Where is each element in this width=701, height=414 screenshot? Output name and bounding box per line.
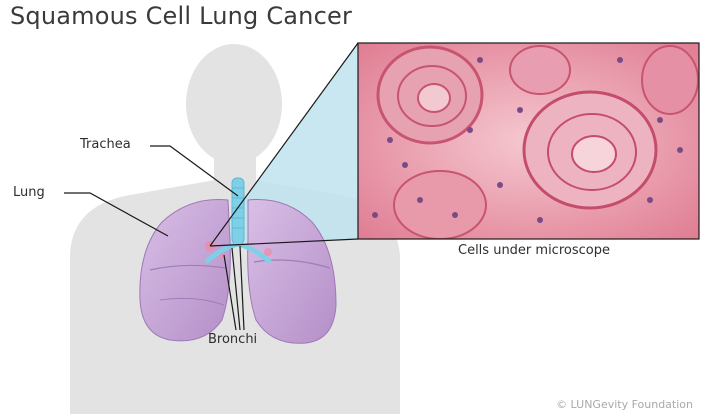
page-title: Squamous Cell Lung Cancer — [10, 2, 352, 30]
credit-text: © LUNGevity Foundation — [556, 398, 693, 411]
trachea-label: Trachea — [80, 137, 131, 152]
lung-label: Lung — [13, 185, 45, 200]
microscope-image — [358, 43, 699, 239]
microscope-caption: Cells under microscope — [458, 243, 610, 258]
bronchi-label: Bronchi — [208, 332, 257, 347]
